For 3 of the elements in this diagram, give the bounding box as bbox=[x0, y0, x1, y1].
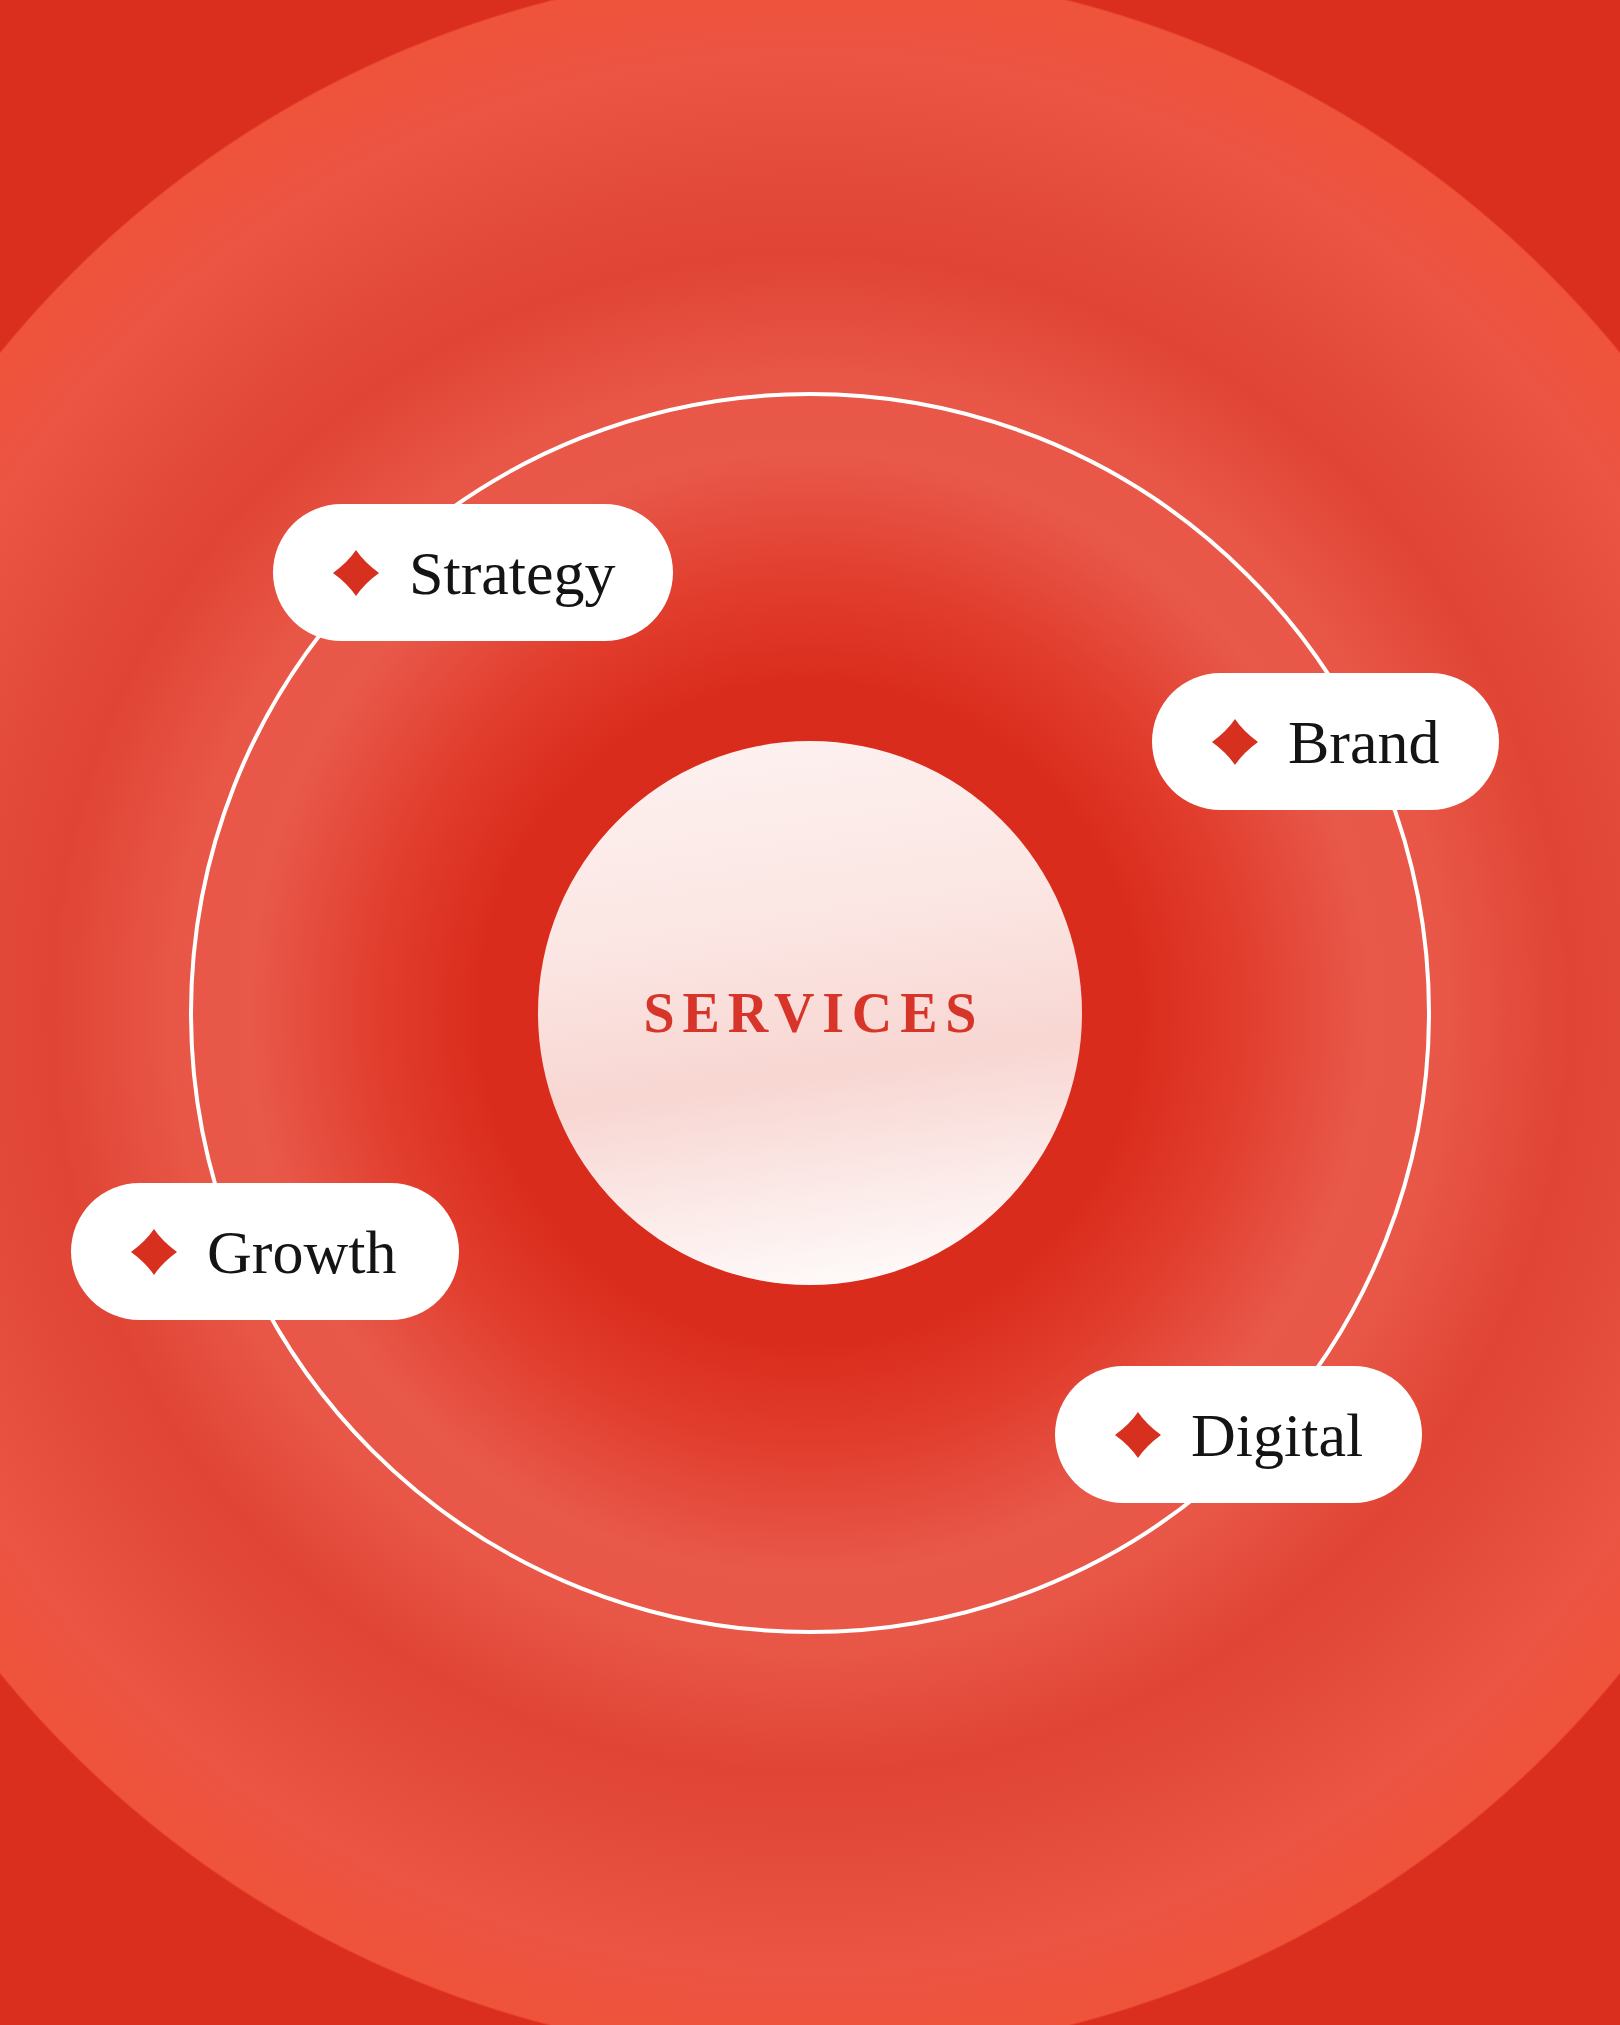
service-label: Brand bbox=[1288, 710, 1440, 773]
service-label: Growth bbox=[207, 1220, 397, 1283]
hub-title: SERVICES bbox=[643, 985, 985, 1041]
